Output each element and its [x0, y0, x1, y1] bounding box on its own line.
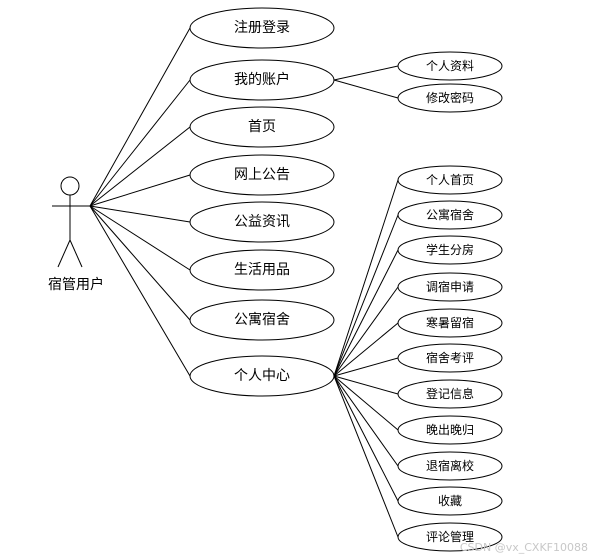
- use-case-vacation-stay[interactable]: 寒暑留宿: [397, 308, 503, 338]
- use-case-vacation-stay-label: 寒暑留宿: [426, 315, 474, 330]
- use-case-comment-management[interactable]: 评论管理: [397, 522, 503, 552]
- use-case-my-account-ellipse: [189, 59, 335, 101]
- use-case-apartment-dorm-label: 公寓宿舍: [234, 311, 290, 328]
- use-case-my-account[interactable]: 我的账户: [189, 59, 335, 101]
- association-line-change-password: [333, 79, 399, 99]
- use-case-personal-home[interactable]: 个人首页: [397, 165, 503, 195]
- use-case-public-info-label: 公益资讯: [234, 214, 290, 230]
- association-lines: [89, 27, 399, 538]
- association-line-announcements: [89, 174, 191, 207]
- use-case-pc-apartment-dorm-label: 公寓宿舍: [426, 207, 474, 222]
- use-case-personal-info-label: 个人资料: [426, 59, 474, 73]
- use-case-daily-goods[interactable]: 生活用品: [189, 249, 335, 291]
- use-case-comment-management-ellipse: [397, 522, 503, 552]
- use-case-dorm-evaluation[interactable]: 宿舍考评: [397, 343, 503, 373]
- use-case-register-login-label: 注册登录: [234, 20, 290, 36]
- use-case-late-return-label: 晚出晚归: [426, 423, 474, 437]
- use-case-registration-info[interactable]: 登记信息: [397, 379, 503, 409]
- association-line-personal-center: [89, 205, 191, 377]
- use-case-home[interactable]: 首页: [189, 106, 335, 148]
- use-case-dorm-transfer[interactable]: 调宿申请: [397, 272, 503, 302]
- actor-stick-figure-icon: 宿管用户: [48, 176, 104, 293]
- association-line-dorm-transfer: [333, 286, 399, 377]
- use-case-register-login-ellipse: [189, 7, 335, 49]
- association-line-personal-info: [333, 65, 399, 81]
- association-line-comment-management: [333, 375, 399, 538]
- use-case-late-return-ellipse: [397, 415, 503, 445]
- use-case-checkout-label: 退宿离校: [426, 458, 474, 473]
- association-line-public-info: [89, 205, 191, 223]
- use-case-favorites[interactable]: 收藏: [397, 486, 503, 516]
- use-case-personal-info[interactable]: 个人资料: [397, 51, 503, 81]
- use-case-ellipses: 注册登录我的账户个人资料修改密码首页网上公告公益资讯生活用品公寓宿舍个人中心个人…: [189, 7, 503, 552]
- use-case-room-assignment-label: 学生分房: [426, 242, 474, 257]
- use-case-personal-info-ellipse: [397, 51, 503, 81]
- use-case-registration-info-label: 登记信息: [426, 386, 474, 401]
- use-case-change-password[interactable]: 修改密码: [397, 83, 503, 113]
- use-case-checkout-ellipse: [397, 451, 503, 481]
- use-case-personal-center-ellipse: [189, 355, 335, 397]
- use-case-dorm-evaluation-label: 宿舍考评: [426, 350, 474, 365]
- use-case-dorm-transfer-label: 调宿申请: [426, 279, 474, 294]
- use-case-pc-apartment-dorm-ellipse: [397, 200, 503, 230]
- use-case-change-password-ellipse: [397, 83, 503, 113]
- association-line-daily-goods: [89, 205, 191, 271]
- use-case-public-info[interactable]: 公益资讯: [189, 201, 335, 243]
- association-line-vacation-stay: [333, 322, 399, 377]
- use-case-home-label: 首页: [248, 119, 276, 135]
- use-case-public-info-ellipse: [189, 201, 335, 243]
- use-case-apartment-dorm[interactable]: 公寓宿舍: [189, 299, 335, 341]
- actor-right-leg: [69, 239, 83, 268]
- association-line-personal-home: [333, 179, 399, 377]
- watermark: CSDN @vx_CXKF10088: [460, 541, 588, 554]
- use-case-personal-center-label: 个人中心: [234, 368, 290, 384]
- use-case-comment-management-label: 评论管理: [426, 529, 474, 544]
- use-case-checkout[interactable]: 退宿离校: [397, 451, 503, 481]
- use-case-register-login[interactable]: 注册登录: [189, 7, 335, 49]
- actor-head: [60, 176, 80, 196]
- use-case-vacation-stay-ellipse: [397, 308, 503, 338]
- association-line-home: [89, 126, 191, 207]
- use-case-favorites-ellipse: [397, 486, 503, 516]
- use-case-personal-home-label: 个人首页: [426, 173, 474, 187]
- association-line-pc-apartment-dorm: [333, 214, 399, 377]
- use-case-dorm-evaluation-ellipse: [397, 343, 503, 373]
- use-case-room-assignment[interactable]: 学生分房: [397, 235, 503, 265]
- use-case-change-password-label: 修改密码: [426, 90, 474, 105]
- use-case-my-account-label: 我的账户: [234, 71, 290, 88]
- actor-left-leg: [57, 239, 71, 268]
- use-case-pc-apartment-dorm[interactable]: 公寓宿舍: [397, 200, 503, 230]
- association-line-apartment-dorm: [89, 205, 191, 321]
- use-case-favorites-label: 收藏: [438, 494, 462, 508]
- association-line-room-assignment: [333, 249, 399, 377]
- use-case-daily-goods-ellipse: [189, 249, 335, 291]
- association-line-my-account: [89, 79, 191, 207]
- association-line-late-return: [333, 375, 399, 431]
- use-case-registration-info-ellipse: [397, 379, 503, 409]
- use-case-announcements-ellipse: [189, 154, 335, 196]
- actor-label: 宿管用户: [48, 276, 104, 293]
- use-case-room-assignment-ellipse: [397, 235, 503, 265]
- use-case-dorm-transfer-ellipse: [397, 272, 503, 302]
- association-line-registration-info: [333, 375, 399, 395]
- association-line-favorites: [333, 375, 399, 502]
- use-case-personal-center[interactable]: 个人中心: [189, 355, 335, 397]
- use-case-announcements-label: 网上公告: [234, 167, 290, 183]
- use-case-late-return[interactable]: 晚出晚归: [397, 415, 503, 445]
- use-case-apartment-dorm-ellipse: [189, 299, 335, 341]
- association-line-checkout: [333, 375, 399, 467]
- use-case-personal-home-ellipse: [397, 165, 503, 195]
- use-case-daily-goods-label: 生活用品: [234, 262, 290, 278]
- association-line-dorm-evaluation: [333, 357, 399, 377]
- association-line-register-login: [89, 27, 191, 207]
- use-case-announcements[interactable]: 网上公告: [189, 154, 335, 196]
- use-case-home-ellipse: [189, 106, 335, 148]
